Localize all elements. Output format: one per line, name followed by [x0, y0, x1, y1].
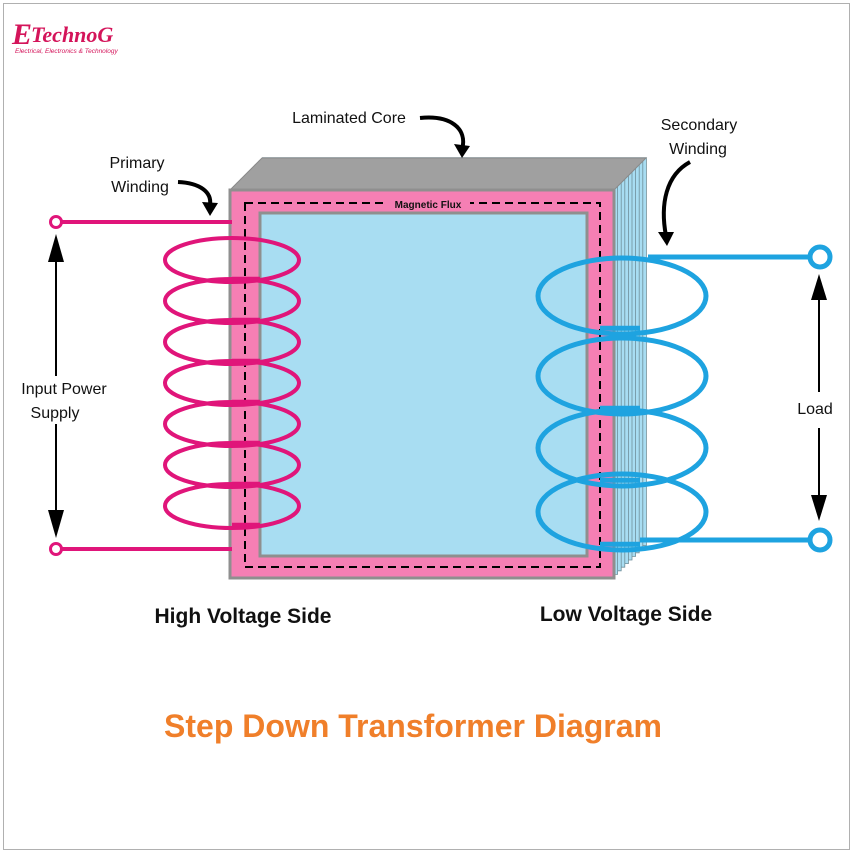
primary-coil [163, 236, 301, 530]
coil-turn-front [163, 341, 301, 366]
laminated-core-pointer [419, 115, 466, 151]
secondary-winding [535, 244, 833, 553]
laminated-core-label: Laminated Core [292, 110, 406, 127]
primary-terminal-bottom [49, 542, 63, 556]
input-power-label-2: Supply [31, 405, 80, 422]
coil-turn-back [163, 441, 301, 466]
secondary-terminal-bottom [807, 527, 833, 553]
magnetic-flux-path [244, 202, 601, 568]
coil-turn-front [163, 423, 301, 448]
coil-turn-back [535, 407, 709, 449]
coil-turn-back [163, 400, 301, 425]
laminated-core-pointer-head [454, 144, 470, 158]
logo-name: TechnoG [31, 22, 113, 47]
coil-turn-front [163, 505, 301, 530]
coil-turn-front [163, 300, 301, 325]
coil-turn-back [535, 255, 709, 297]
coil-turn-back [163, 482, 301, 507]
secondary-winding-pointer [661, 160, 692, 237]
coil-turn-back [163, 277, 301, 302]
coil-turn-back [163, 359, 301, 384]
coil-turn-front [163, 382, 301, 407]
diagram-title: Step Down Transformer Diagram [164, 708, 662, 744]
primary-winding [49, 215, 301, 556]
coil-turn-front [163, 259, 301, 284]
arrow-head-up [48, 234, 64, 262]
coil-turn-front [535, 375, 709, 417]
primary-winding-label-1: Primary [109, 155, 164, 172]
coil-turn-front [535, 511, 709, 553]
secondary-coil [535, 255, 709, 553]
secondary-winding-label-1: Secondary [661, 117, 738, 134]
input-voltage-arrow [48, 234, 64, 538]
arrow-head-up [811, 274, 827, 300]
logo-letter: E [11, 18, 32, 51]
high-voltage-side-label: High Voltage Side [155, 605, 332, 628]
load-arrow [811, 274, 827, 521]
coil-turn-back [535, 335, 709, 377]
low-voltage-side-label: Low Voltage Side [540, 603, 712, 626]
magnetic-flux-label: Magnetic Flux [395, 200, 462, 211]
magnetic-flux-label-bg [386, 197, 470, 210]
coil-turn-front [163, 464, 301, 489]
load-label: Load [797, 401, 833, 418]
logo-tagline: Electrical, Electronics & Technology [15, 48, 118, 55]
logo: E TechnoG Electrical, Electronics & Tech… [11, 18, 118, 55]
primary-winding-pointer [177, 180, 213, 206]
primary-terminal-top [49, 215, 63, 229]
primary-winding-pointer-head [202, 202, 218, 216]
coil-turn-back [163, 318, 301, 343]
input-power-label-1: Input Power [21, 381, 107, 398]
arrow-head-down [48, 510, 64, 538]
coil-turn-front [535, 447, 709, 489]
arrow-head-down [811, 495, 827, 521]
coil-turn-back [163, 236, 301, 261]
coil-turn-front [535, 295, 709, 337]
secondary-winding-label-2: Winding [669, 141, 727, 158]
coil-turn-back [535, 471, 709, 513]
secondary-terminal-top [807, 244, 833, 270]
core-top-edge [228, 157, 648, 191]
primary-winding-label-2: Winding [111, 179, 169, 196]
secondary-winding-pointer-head [658, 232, 674, 246]
